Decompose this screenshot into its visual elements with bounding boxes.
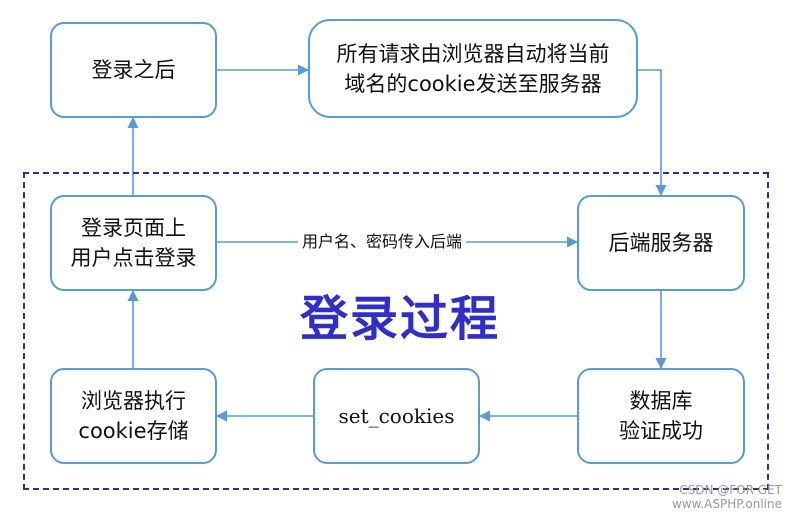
node-db-verify: 数据库 验证成功 bbox=[577, 368, 745, 464]
node-login-after: 登录之后 bbox=[50, 22, 217, 118]
login-process-title: 登录过程 bbox=[299, 291, 500, 347]
node-db-verify-label: 数据库 验证成功 bbox=[619, 389, 703, 443]
node-backend-server-label: 后端服务器 bbox=[608, 231, 714, 255]
node-browser-sends-cookie: 所有请求由浏览器自动将当前 域名的cookie发送至服务器 bbox=[308, 19, 638, 118]
node-login-after-label: 登录之后 bbox=[91, 58, 176, 82]
node-login-page-click: 登录页面上 用户点击登录 bbox=[50, 195, 217, 291]
node-set-cookies-label: set_cookies bbox=[338, 404, 455, 428]
node-set-cookies: set_cookies bbox=[313, 368, 480, 464]
edge-label-credentials: 用户名、密码传入后端 bbox=[298, 231, 467, 253]
node-browser-sends-cookie-label: 所有请求由浏览器自动将当前 域名的cookie发送至服务器 bbox=[336, 41, 610, 96]
node-backend-server: 后端服务器 bbox=[577, 195, 745, 291]
arrow-browser-sends-cookie-to-backend-server bbox=[638, 69, 667, 197]
watermark: CSDN @FOR GET www.ASPHP.online bbox=[671, 483, 782, 511]
login-process-frame bbox=[23, 172, 769, 490]
node-browser-store-cookie: 浏览器执行 cookie存储 bbox=[50, 368, 217, 464]
node-browser-store-cookie-label: 浏览器执行 cookie存储 bbox=[78, 389, 189, 443]
node-login-page-click-label: 登录页面上 用户点击登录 bbox=[70, 216, 197, 270]
